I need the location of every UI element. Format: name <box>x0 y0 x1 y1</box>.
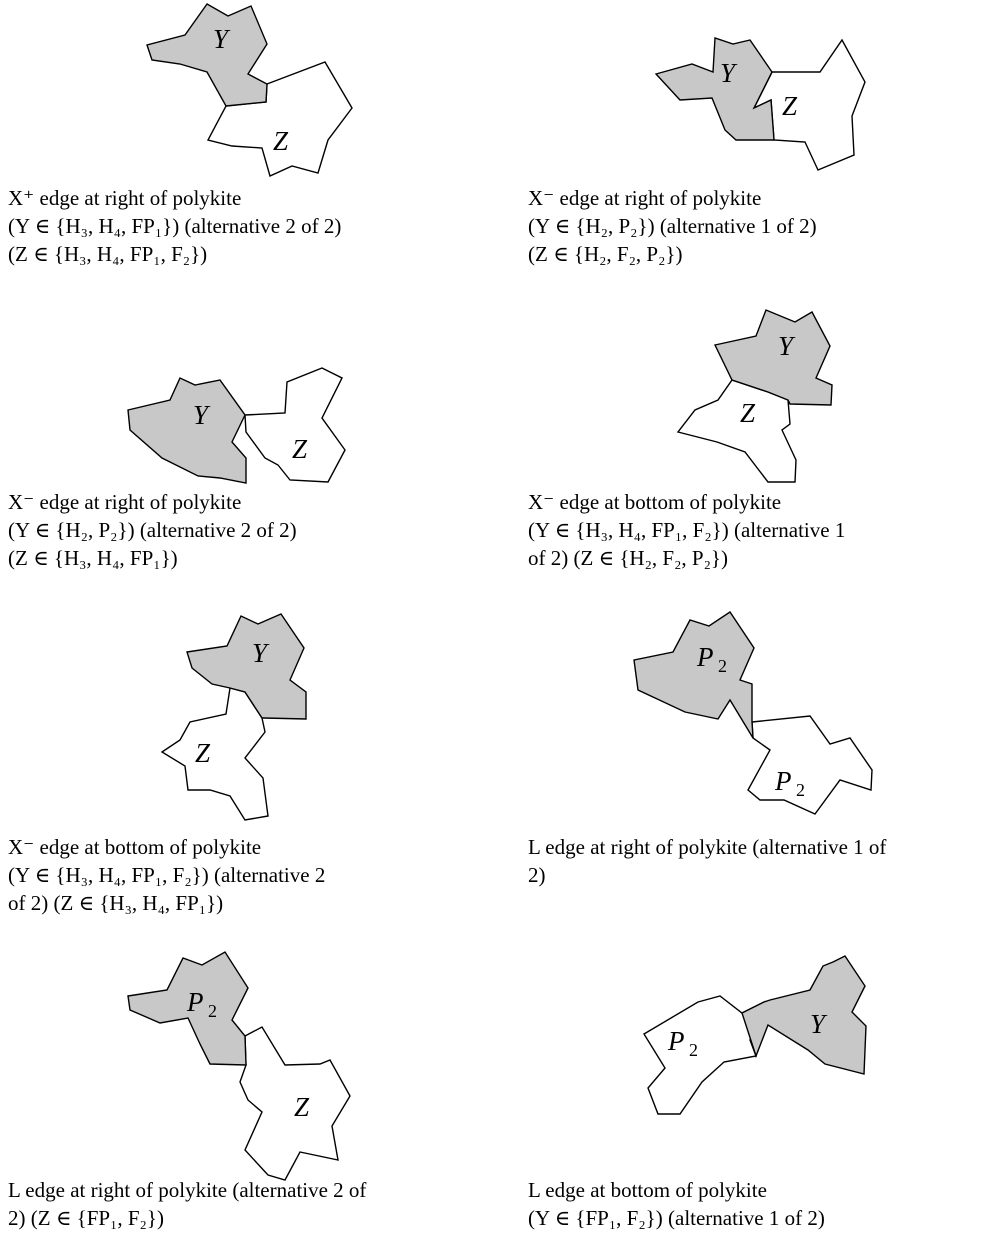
tile-y-label: Y <box>720 58 738 88</box>
tile-y-label-sub: 2 <box>718 656 727 676</box>
tile-z <box>676 379 797 483</box>
figure-8-diagram: Y P 2 <box>643 955 867 1115</box>
caption-line: 2) (Z ∈ {FP₁, F₂}) <box>8 1206 164 1230</box>
caption-line: X⁻ edge at bottom of polykite <box>528 490 782 514</box>
tile-z-label: Z <box>740 398 756 428</box>
caption-line: 2) <box>528 863 546 887</box>
caption-line: X⁻ edge at right of polykite <box>8 490 242 514</box>
caption-line: (Y ∈ {FP₁, F₂}) (alternative 1 of 2) <box>528 1206 825 1230</box>
tile-z-label-sub: 2 <box>796 780 805 800</box>
tile-y-label-sub: 2 <box>208 1001 217 1021</box>
tile-y-label: Y <box>810 1009 828 1039</box>
figure-7-caption: L edge at right of polykite (alternative… <box>8 1176 366 1232</box>
tile-y-label: P <box>186 987 204 1017</box>
figure-5-caption: X⁻ edge at bottom of polykite (Y ∈ {H₃, … <box>8 833 325 917</box>
figure-8: Y P 2 L edge at bottom of polykite (Y ∈ … <box>520 900 987 1239</box>
tile-y <box>146 3 268 107</box>
tile-y <box>654 37 775 141</box>
caption-line: (Z ∈ {H₃, H₄, FP₁}) <box>8 546 178 570</box>
tile-y-label: Y <box>252 638 270 668</box>
figure-6-caption: L edge at right of polykite (alternative… <box>528 833 886 889</box>
figure-7: P 2 Z L edge at right of polykite (alter… <box>0 900 470 1239</box>
caption-line: L edge at bottom of polykite <box>528 1178 767 1202</box>
tile-z <box>244 367 346 483</box>
figure-2-caption: X⁻ edge at right of polykite (Y ∈ {H₂, P… <box>528 184 817 268</box>
figure-3-diagram: Y Z <box>127 367 346 484</box>
tile-z <box>160 687 269 821</box>
caption-line: (Z ∈ {H₃, H₄, FP₁, F₂}) <box>8 242 208 266</box>
figure-2-diagram: Y Z <box>654 37 866 171</box>
tile-y <box>713 309 833 406</box>
figure-7-diagram: P 2 Z <box>127 951 351 1181</box>
tile-y-label: Y <box>193 400 211 430</box>
tile-y-label: Y <box>778 331 796 361</box>
figure-1: Y Z X⁺ edge at right of polykite (Y ∈ {H… <box>0 0 470 290</box>
caption-line: (Y ∈ {H₃, H₄, FP₁, F₂}) (alternative 1 <box>528 518 846 542</box>
tile-z-label: Z <box>195 738 211 768</box>
caption-line: X⁻ edge at bottom of polykite <box>8 835 262 859</box>
figure-1-caption: X⁺ edge at right of polykite (Y ∈ {H₃, H… <box>8 184 341 268</box>
figure-3-caption: X⁻ edge at right of polykite (Y ∈ {H₂, P… <box>8 488 297 572</box>
figure-2: Y Z X⁻ edge at right of polykite (Y ∈ {H… <box>520 0 987 290</box>
caption-line: X⁺ edge at right of polykite <box>8 186 242 210</box>
tile-z-label: Z <box>292 434 308 464</box>
tile-z <box>239 1026 351 1181</box>
figure-6-diagram: P 2 P 2 <box>633 611 873 815</box>
tile-z-label: P <box>667 1026 685 1056</box>
figure-5-diagram: Y Z <box>160 613 307 821</box>
caption-line: X⁻ edge at right of polykite <box>528 186 762 210</box>
figure-6: P 2 P 2 L edge at right of polykite (alt… <box>520 600 987 900</box>
caption-line: (Y ∈ {H₃, H₄, FP₁, F₂}) (alternative 2 <box>8 863 326 887</box>
tile-y <box>633 611 755 739</box>
tile-y <box>741 955 867 1075</box>
caption-line: of 2) (Z ∈ {H₂, F₂, P₂}) <box>528 546 728 570</box>
caption-line: L edge at right of polykite (alternative… <box>528 835 887 859</box>
tile-y <box>127 377 247 484</box>
tile-y-label: P <box>696 642 714 672</box>
figure-5: Y Z X⁻ edge at bottom of polykite (Y ∈ {… <box>0 600 470 915</box>
tile-z-label: Z <box>294 1092 310 1122</box>
figure-3: Y Z X⁻ edge at right of polykite (Y ∈ {H… <box>0 300 470 590</box>
caption-line: (Y ∈ {H₂, P₂}) (alternative 2 of 2) <box>8 518 297 542</box>
caption-line: L edge at right of polykite (alternative… <box>8 1178 367 1202</box>
caption-line: (Y ∈ {H₂, P₂}) (alternative 1 of 2) <box>528 214 817 238</box>
caption-line: (Y ∈ {H₃, H₄, FP₁}) (alternative 2 of 2) <box>8 214 342 238</box>
caption-line: of 2) (Z ∈ {H₃, H₄, FP₁}) <box>8 891 224 915</box>
tile-y <box>186 613 307 720</box>
tile-z-label: Z <box>273 126 289 156</box>
tile-z-label: Z <box>782 91 798 121</box>
caption-line: (Z ∈ {H₂, F₂, P₂}) <box>528 242 683 266</box>
tile-y-label: Y <box>213 24 231 54</box>
figure-4-caption: X⁻ edge at bottom of polykite (Y ∈ {H₃, … <box>528 488 845 572</box>
tile-y <box>127 951 249 1066</box>
figure-4-diagram: Y Z <box>676 309 833 483</box>
figure-4: Y Z X⁻ edge at bottom of polykite (Y ∈ {… <box>520 300 987 590</box>
tile-z <box>747 715 873 815</box>
figure-1-diagram: Y Z <box>146 3 353 177</box>
figure-8-caption: L edge at bottom of polykite (Y ∈ {FP₁, … <box>528 1176 825 1232</box>
tile-z-label-sub: 2 <box>689 1040 698 1060</box>
tile-z-label: P <box>774 766 792 796</box>
